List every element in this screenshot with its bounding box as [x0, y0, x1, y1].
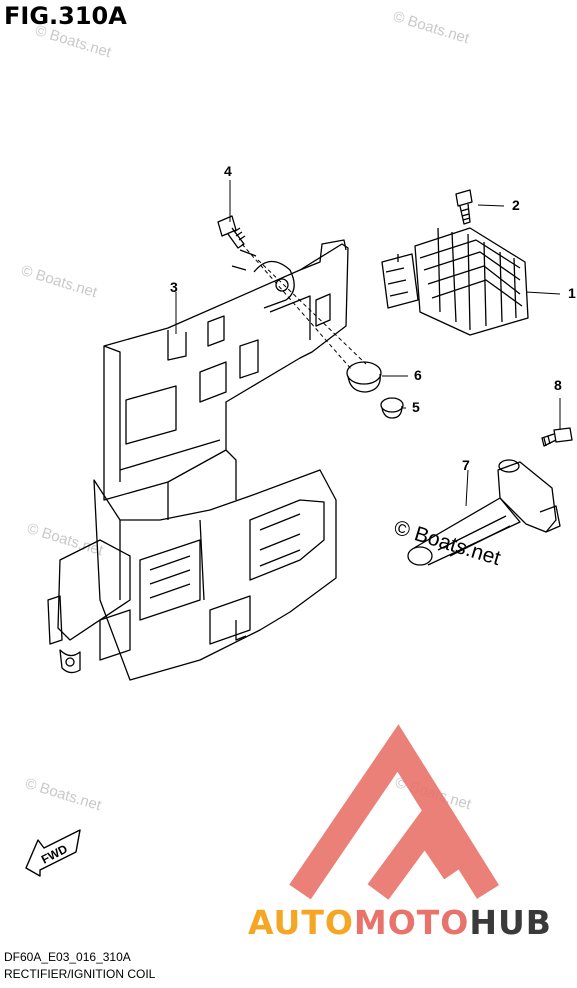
ignition-coil-part-7	[407, 459, 561, 566]
automotohub-logo: AUTOMOTOHUB	[248, 903, 552, 942]
callout-6: 6	[414, 367, 422, 383]
callout-3: 3	[170, 279, 178, 295]
logo-part-moto: MOTO	[353, 903, 470, 942]
fwd-arrow	[25, 829, 81, 877]
callout-1: 1	[568, 285, 576, 301]
bolt-part-8	[541, 427, 573, 447]
figure-caption: RECTIFIER/IGNITION COIL	[4, 967, 156, 981]
bolt-part-4	[217, 215, 246, 249]
grommet-part-6	[346, 361, 382, 393]
figure-title: FIG.310A	[4, 2, 127, 30]
leader-lines	[175, 180, 561, 507]
callout-4: 4	[224, 163, 232, 179]
rectifier-part-1	[381, 227, 529, 336]
bolt-part-2	[455, 189, 473, 225]
callout-8: 8	[554, 377, 562, 393]
bracket-part-3	[47, 239, 349, 681]
logo-part-auto: AUTO	[248, 903, 354, 942]
callout-5: 5	[412, 399, 420, 415]
callout-2: 2	[512, 197, 520, 213]
callout-7: 7	[462, 457, 470, 473]
callout-labels: 1 2 3 4 5 6 7 8	[170, 163, 576, 473]
collar-part-5	[380, 397, 404, 419]
logo-part-hub: HUB	[469, 903, 552, 942]
figure-code: DF60A_E03_016_310A	[4, 950, 131, 964]
